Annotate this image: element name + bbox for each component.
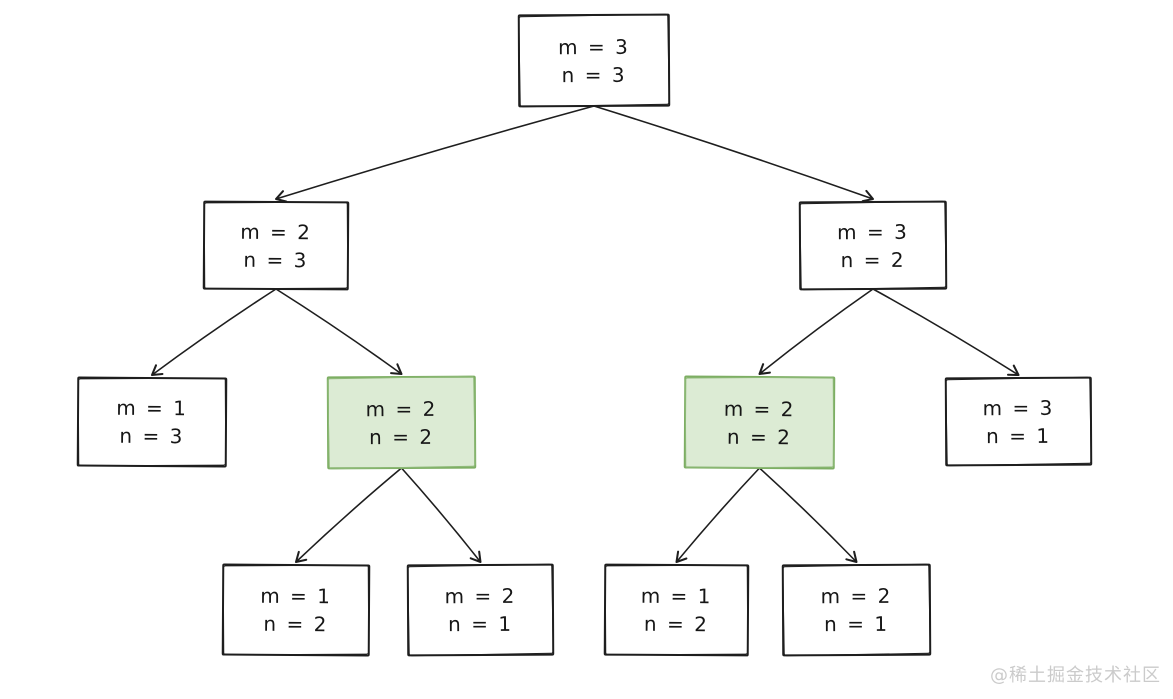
node-label-line1: m = 3 bbox=[982, 395, 1055, 420]
tree-node-rl: m = 2 n = 2 bbox=[683, 375, 836, 470]
node-label-line2: n = 3 bbox=[561, 62, 627, 87]
tree-edge-rl-rll bbox=[675, 467, 761, 564]
node-label-line1: m = 2 bbox=[240, 219, 313, 244]
node-label-line2: n = 3 bbox=[243, 247, 309, 272]
tree-edge-lr-lrr bbox=[400, 467, 482, 564]
tree-edge-l-lr bbox=[275, 288, 403, 376]
watermark-text: @稀土掘金技术社区 bbox=[990, 665, 1161, 686]
node-label-line1: m = 2 bbox=[444, 583, 517, 609]
node-label-line2: n = 1 bbox=[824, 611, 890, 637]
node-label-line1: m = 3 bbox=[558, 34, 630, 59]
node-label-line2: n = 2 bbox=[263, 611, 329, 637]
tree-node-root: m = 3 n = 3 bbox=[517, 13, 671, 108]
node-label-line1: m = 3 bbox=[837, 219, 909, 244]
tree-node-r: m = 3 n = 2 bbox=[798, 200, 948, 291]
node-label-line2: n = 3 bbox=[119, 423, 185, 449]
tree-edge-root-r bbox=[593, 105, 875, 203]
tree-node-l: m = 2 n = 3 bbox=[202, 200, 350, 291]
node-label-line1: m = 2 bbox=[820, 583, 893, 609]
node-label-line2: n = 2 bbox=[840, 247, 906, 272]
node-label-line2: n = 2 bbox=[369, 424, 435, 449]
tree-edge-l-ll bbox=[150, 288, 277, 377]
tree-edge-r-rl bbox=[758, 288, 874, 376]
node-label-line2: n = 2 bbox=[726, 424, 792, 449]
tree-edge-lr-lrl bbox=[294, 467, 403, 564]
tree-node-lr: m = 2 n = 2 bbox=[326, 375, 477, 470]
node-label-line2: n = 1 bbox=[986, 423, 1052, 448]
tree-edge-rl-rlr bbox=[758, 467, 858, 564]
tree-node-rr: m = 3 n = 1 bbox=[944, 376, 1093, 467]
node-label-line2: n = 1 bbox=[448, 611, 514, 637]
tree-edges bbox=[150, 105, 1020, 564]
tree-edge-r-rr bbox=[872, 288, 1020, 377]
node-label-line1: m = 1 bbox=[260, 583, 333, 609]
node-label-line1: m = 1 bbox=[640, 583, 713, 609]
node-label-line2: n = 2 bbox=[643, 611, 709, 637]
node-label-line1: m = 2 bbox=[365, 396, 438, 421]
tree-edge-root-l bbox=[274, 105, 595, 203]
node-label-line1: m = 2 bbox=[723, 396, 796, 421]
node-label-line1: m = 1 bbox=[116, 395, 189, 421]
